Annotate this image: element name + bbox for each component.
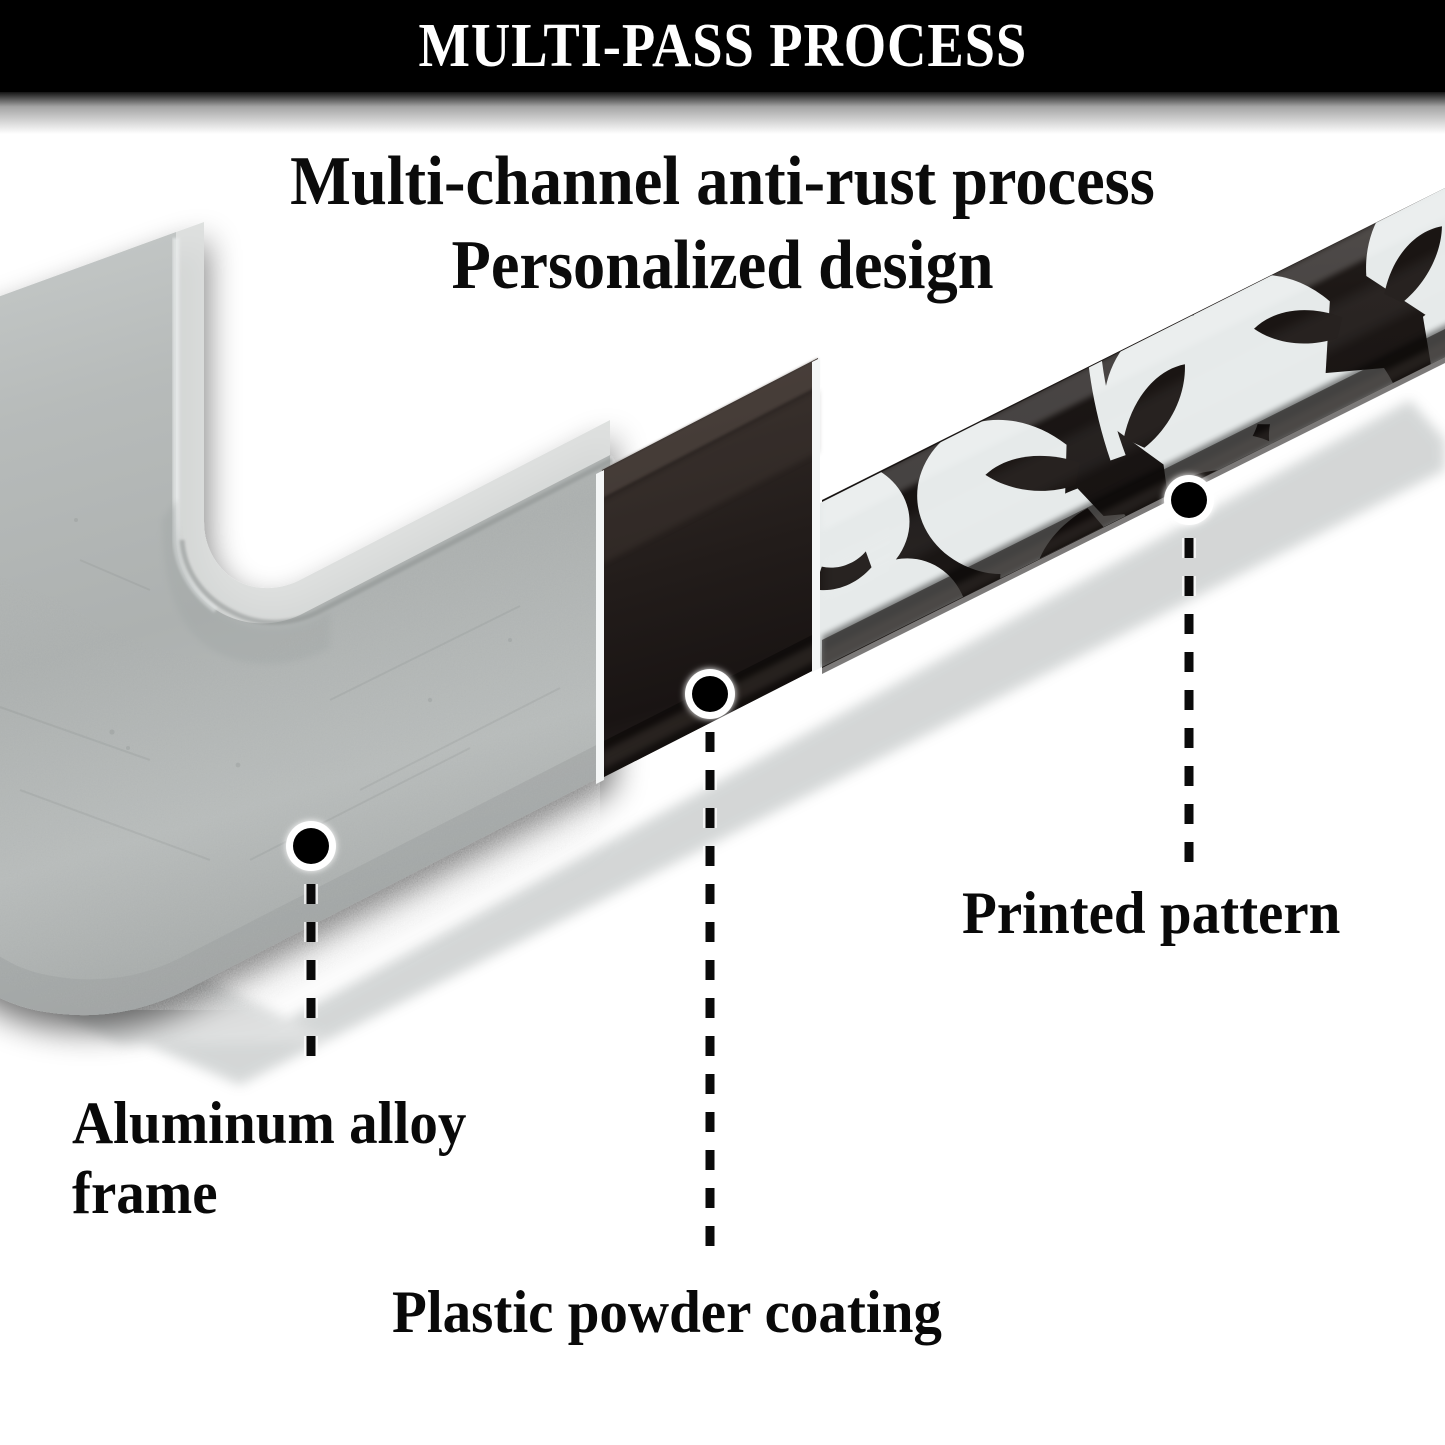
page-title: MULTI-PASS PROCESS [418,11,1027,80]
callout-label-printed-pattern: Printed pattern [962,880,1341,946]
divider-aluminum-coating [596,470,604,784]
subtitle-line-2: Personalized design [451,227,994,304]
subtitle-line-1: Multi-channel anti-rust process [290,143,1155,220]
callout-label-plastic-powder-coating: Plastic powder coating [392,1279,942,1345]
header-banner: MULTI-PASS PROCESS [0,0,1445,92]
subtitle-block: Multi-channel anti-rust process Personal… [0,140,1445,308]
divider-coating-pattern [812,358,820,672]
callout-label-aluminum-alloy-frame: Aluminum alloy frame [72,1090,467,1226]
